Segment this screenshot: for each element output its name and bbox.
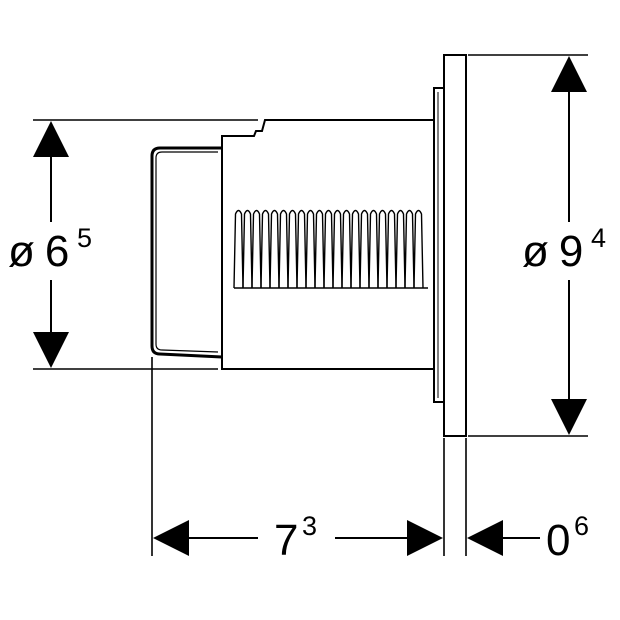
dimension-right-diameter bbox=[551, 56, 587, 435]
thread-rib bbox=[332, 209, 343, 289]
thread-rib bbox=[323, 209, 334, 289]
thread-rib bbox=[269, 209, 280, 289]
dim-length-sup: 3 bbox=[302, 511, 317, 541]
arrowhead-left-top bbox=[33, 121, 69, 157]
dim-length-label: 7 bbox=[274, 516, 298, 565]
arrowhead-thickness bbox=[467, 520, 503, 556]
thread-ribs bbox=[233, 209, 428, 289]
thread-rib bbox=[413, 209, 424, 289]
front-cap-inner bbox=[155, 151, 219, 353]
part-outline bbox=[150, 54, 467, 437]
thread-rib bbox=[242, 209, 253, 289]
gasket-ring bbox=[433, 87, 444, 403]
dimension-left-diameter bbox=[33, 121, 69, 368]
thread-rib bbox=[395, 209, 406, 289]
dimension-length bbox=[153, 520, 443, 556]
arrowhead-left-bottom bbox=[33, 332, 69, 368]
thread-rib bbox=[404, 209, 415, 289]
thread-rib bbox=[341, 209, 352, 289]
thread-rib bbox=[260, 209, 271, 289]
thread-rib bbox=[377, 209, 388, 289]
cover-plate bbox=[443, 54, 467, 437]
dim-left-diameter-sup: 5 bbox=[77, 223, 92, 253]
main-body bbox=[221, 119, 434, 370]
extension-lines bbox=[33, 54, 588, 556]
dimension-plate-thickness bbox=[467, 520, 540, 556]
front-cap bbox=[150, 146, 223, 359]
thread-rib bbox=[233, 209, 244, 289]
dim-right-diameter-sup: 4 bbox=[591, 223, 606, 253]
thread-rib bbox=[305, 209, 316, 289]
thread-rib bbox=[251, 209, 262, 289]
thread-rib bbox=[386, 209, 397, 289]
arrowhead-length-right bbox=[407, 520, 443, 556]
thread-rib bbox=[287, 209, 298, 289]
arrowhead-right-top bbox=[551, 56, 587, 92]
thread-rib bbox=[368, 209, 379, 289]
arrowhead-length-left bbox=[153, 520, 189, 556]
arrowhead-right-bottom bbox=[551, 399, 587, 435]
dim-thickness-sup: 6 bbox=[574, 511, 589, 541]
thread-rib bbox=[350, 209, 361, 289]
thread-rib bbox=[314, 209, 325, 289]
thread-rib bbox=[359, 209, 370, 289]
thread-rib bbox=[296, 209, 307, 289]
thread-rib bbox=[278, 209, 289, 289]
dim-thickness-label: 0 bbox=[546, 516, 570, 565]
